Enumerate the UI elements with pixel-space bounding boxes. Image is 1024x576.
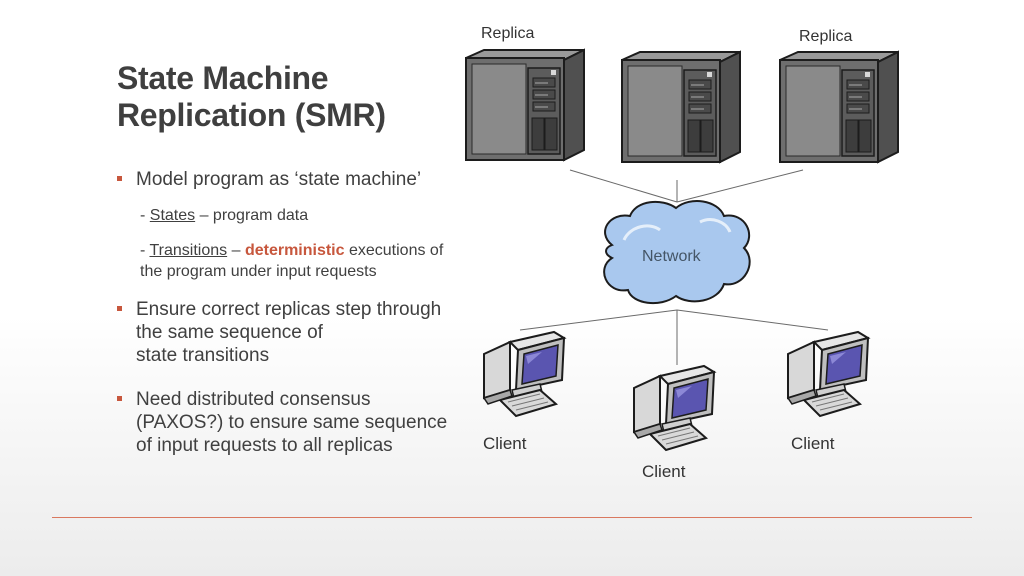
bullet-item-replicas: Ensure correct replicas step through the… — [117, 298, 537, 367]
sub-dash: – — [227, 242, 245, 259]
bullet-text: Model program as ‘state machine’ — [136, 169, 422, 190]
network-label: Network — [642, 248, 701, 265]
client-computer-1-icon — [483, 331, 565, 417]
client-label: Client — [483, 434, 527, 453]
replica-server-1-icon — [465, 49, 585, 161]
replica-label: Replica — [481, 25, 535, 42]
sub-rest: – program data — [195, 207, 309, 224]
bullet-square-icon — [117, 176, 122, 181]
term-transitions: Transitions — [149, 242, 228, 259]
replica-server-2-icon — [621, 51, 741, 163]
network-cloud-icon — [603, 200, 751, 305]
slide-title: State Machine Replication (SMR) — [117, 60, 477, 134]
title-line-1: State Machine — [117, 60, 329, 96]
bullet-text: (PAXOS?) to ensure same sequence — [136, 412, 448, 433]
connection-lines — [519, 169, 829, 365]
client-computer-3-icon — [787, 331, 869, 417]
sub-item-states: - States – program data — [140, 205, 308, 226]
sub-prefix: - — [140, 242, 150, 259]
replica-label: Replica — [799, 28, 853, 45]
bullet-square-icon — [117, 396, 122, 401]
bullet-text: the same sequence of — [136, 322, 323, 343]
title-line-2: Replication (SMR) — [117, 97, 386, 133]
bullet-text: state transitions — [136, 345, 270, 366]
bullet-item-consensus: Need distributed consensus (PAXOS?) to e… — [117, 388, 537, 457]
client-computer-2-icon — [633, 365, 715, 451]
sub-line-2: the program under input requests — [140, 263, 377, 280]
bullet-text: Need distributed consensus — [136, 389, 371, 410]
bullet-item-state-machine: Model program as ‘state machine’ - State… — [117, 168, 537, 280]
footer-divider — [52, 517, 972, 518]
bullet-square-icon — [117, 306, 122, 311]
bullet-text: of input requests to all replicas — [136, 435, 393, 456]
replica-server-3-icon — [779, 51, 899, 163]
bullet-text: Ensure correct replicas step through — [136, 299, 442, 320]
client-label: Client — [642, 462, 686, 481]
sub-rest: executions of — [344, 242, 444, 259]
sub-prefix: - — [140, 207, 150, 224]
highlight-deterministic: deterministic — [244, 242, 345, 259]
term-states: States — [149, 207, 196, 224]
client-label: Client — [791, 434, 835, 453]
sub-item-transitions: - Transitions – deterministic executions… — [140, 240, 443, 282]
